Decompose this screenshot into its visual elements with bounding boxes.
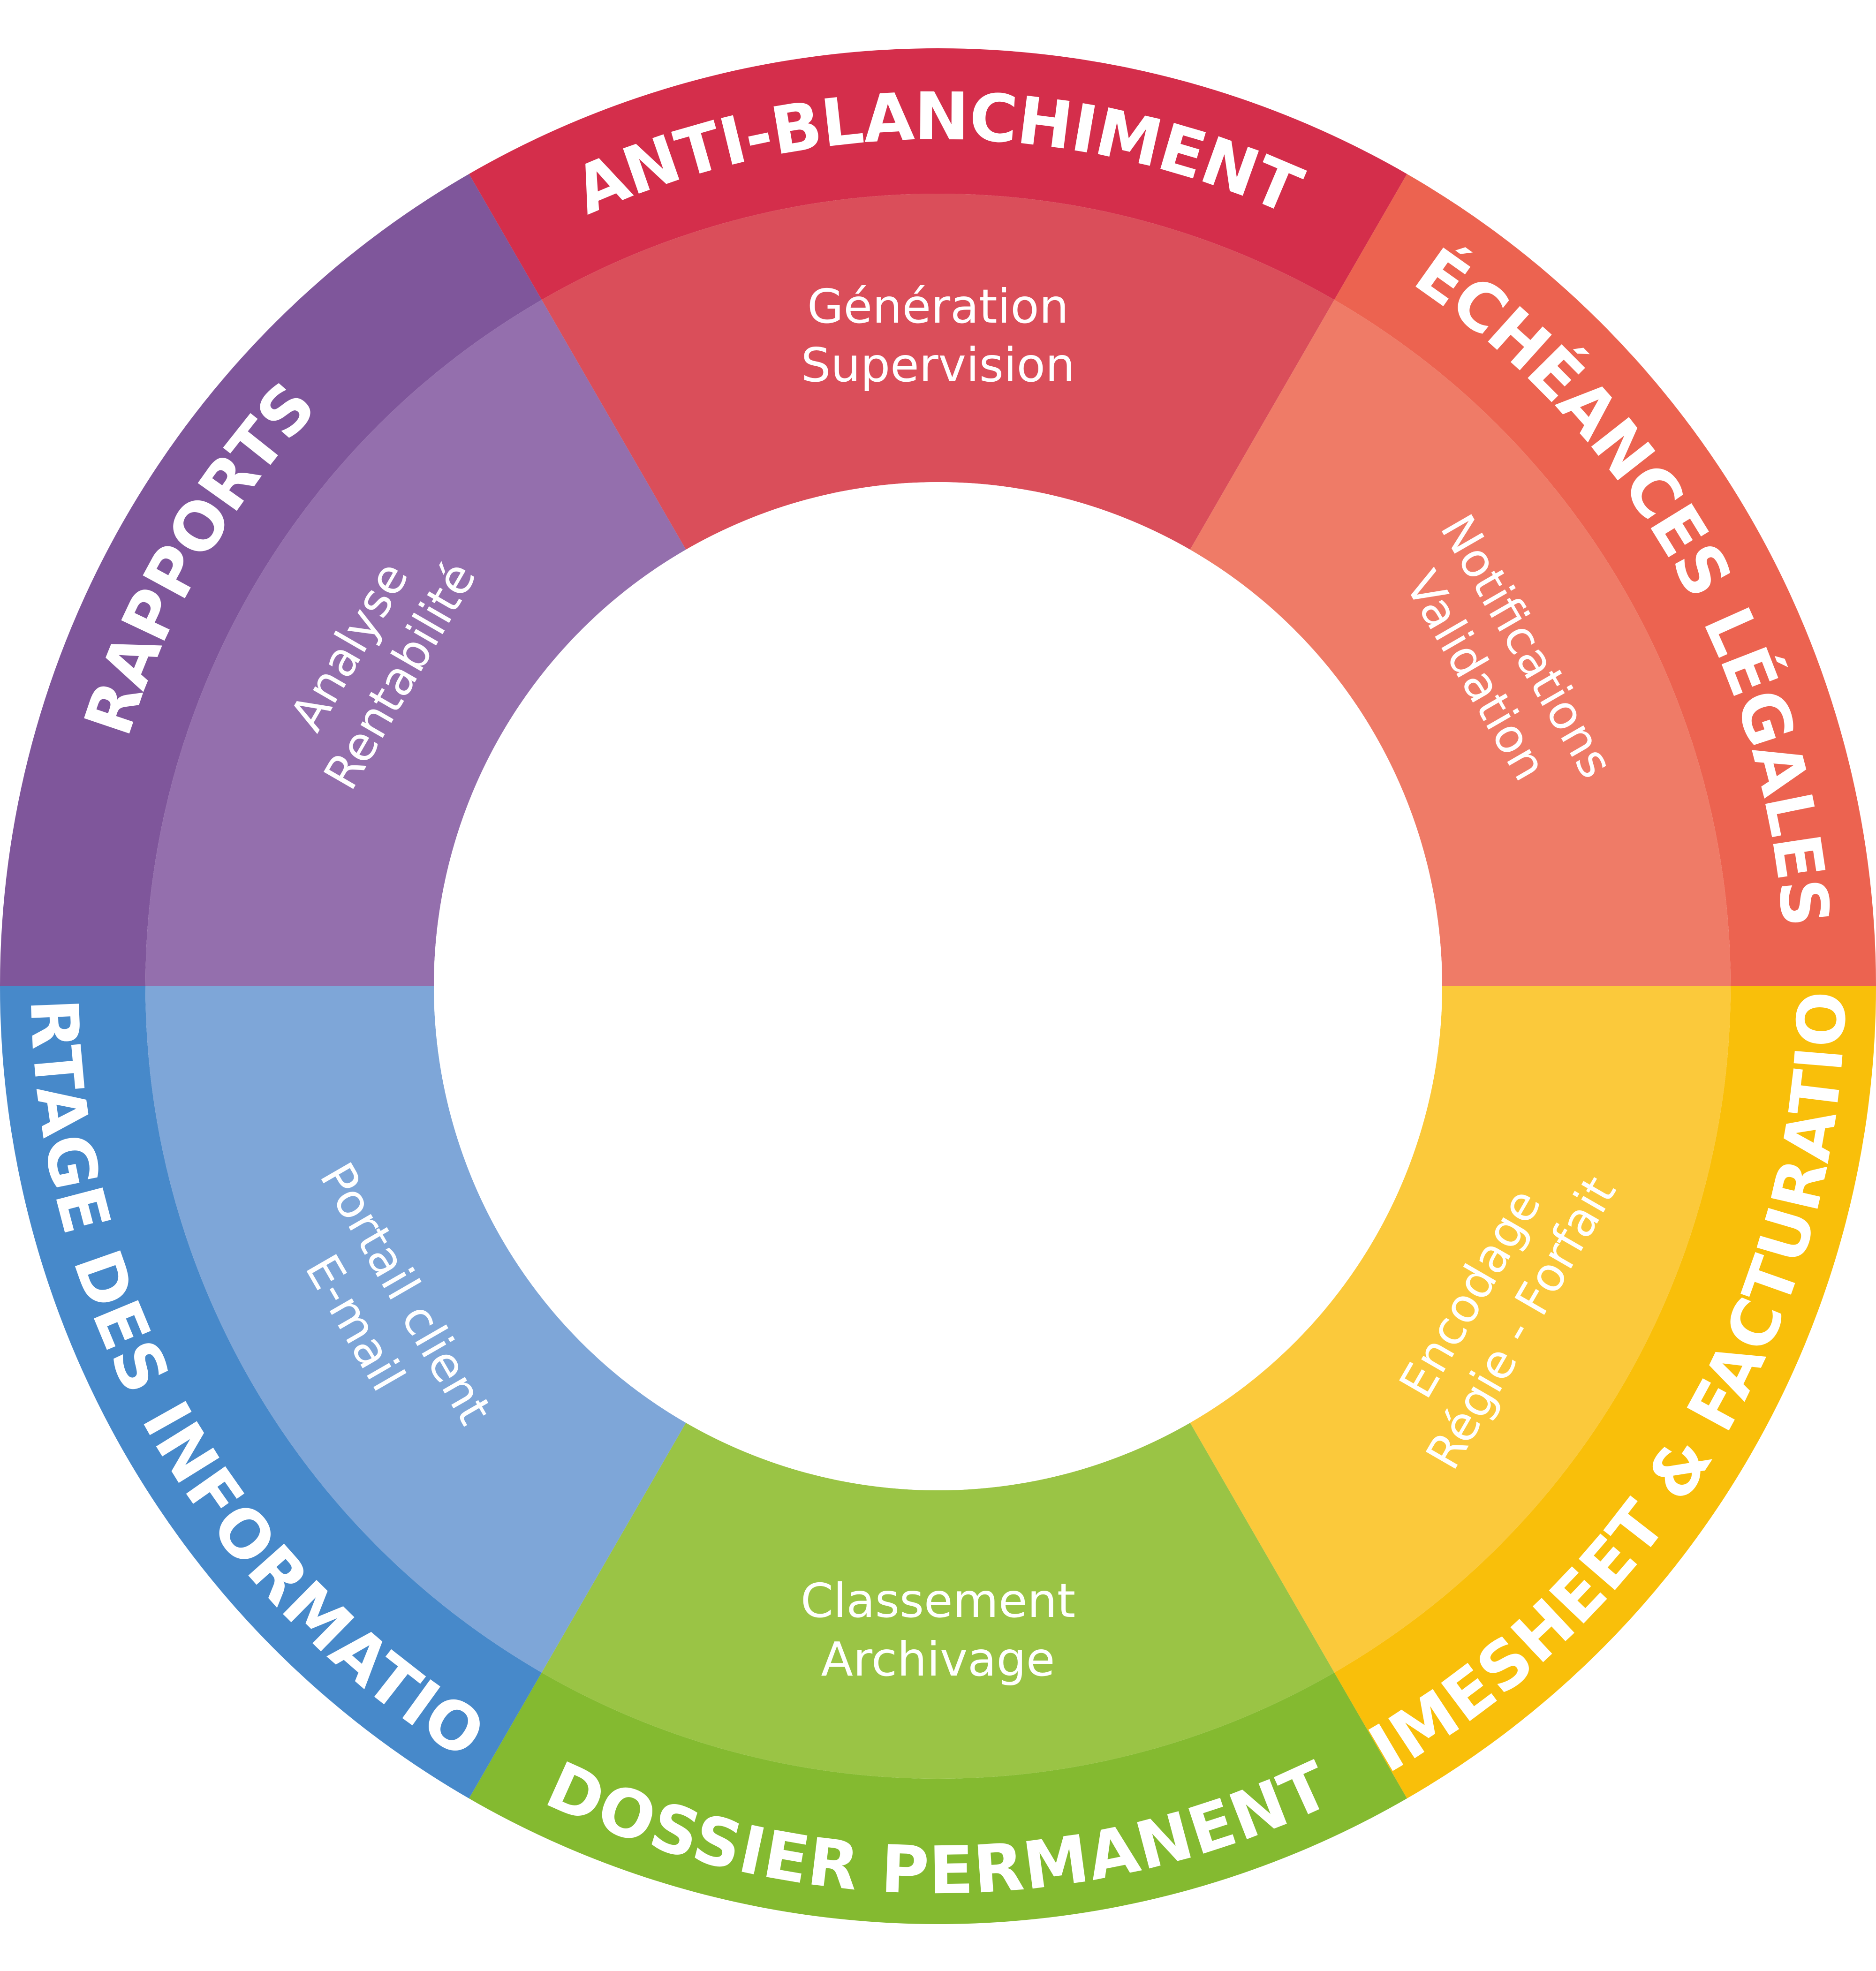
segment-outer-timesheet xyxy=(1334,986,1876,1799)
segment-inner-timesheet xyxy=(1190,986,1731,1673)
segment-inner-anti-blanchiment xyxy=(542,193,1334,550)
segment-line-anti-blanchiment-2: Supervision xyxy=(801,338,1075,393)
wheel-segments xyxy=(0,48,1876,1924)
segment-outer-anti-blanchiment xyxy=(469,48,1407,300)
segment-inner-echeances xyxy=(1190,300,1731,987)
segment-inner-partage xyxy=(145,986,686,1673)
segment-inner-dossier xyxy=(542,1422,1334,1779)
segment-line-anti-blanchiment-1: Génération xyxy=(807,279,1069,334)
segment-outer-rapports xyxy=(0,174,542,986)
segment-outer-echeances xyxy=(1334,174,1876,986)
segment-line-dossier-2: Archivage xyxy=(821,1632,1055,1687)
segment-outer-partage xyxy=(0,986,542,1799)
segment-line-dossier-1: Classement xyxy=(801,1573,1075,1628)
segment-outer-dossier xyxy=(469,1672,1407,1924)
segment-inner-rapports xyxy=(145,300,686,987)
wheel-center xyxy=(434,482,1442,1490)
